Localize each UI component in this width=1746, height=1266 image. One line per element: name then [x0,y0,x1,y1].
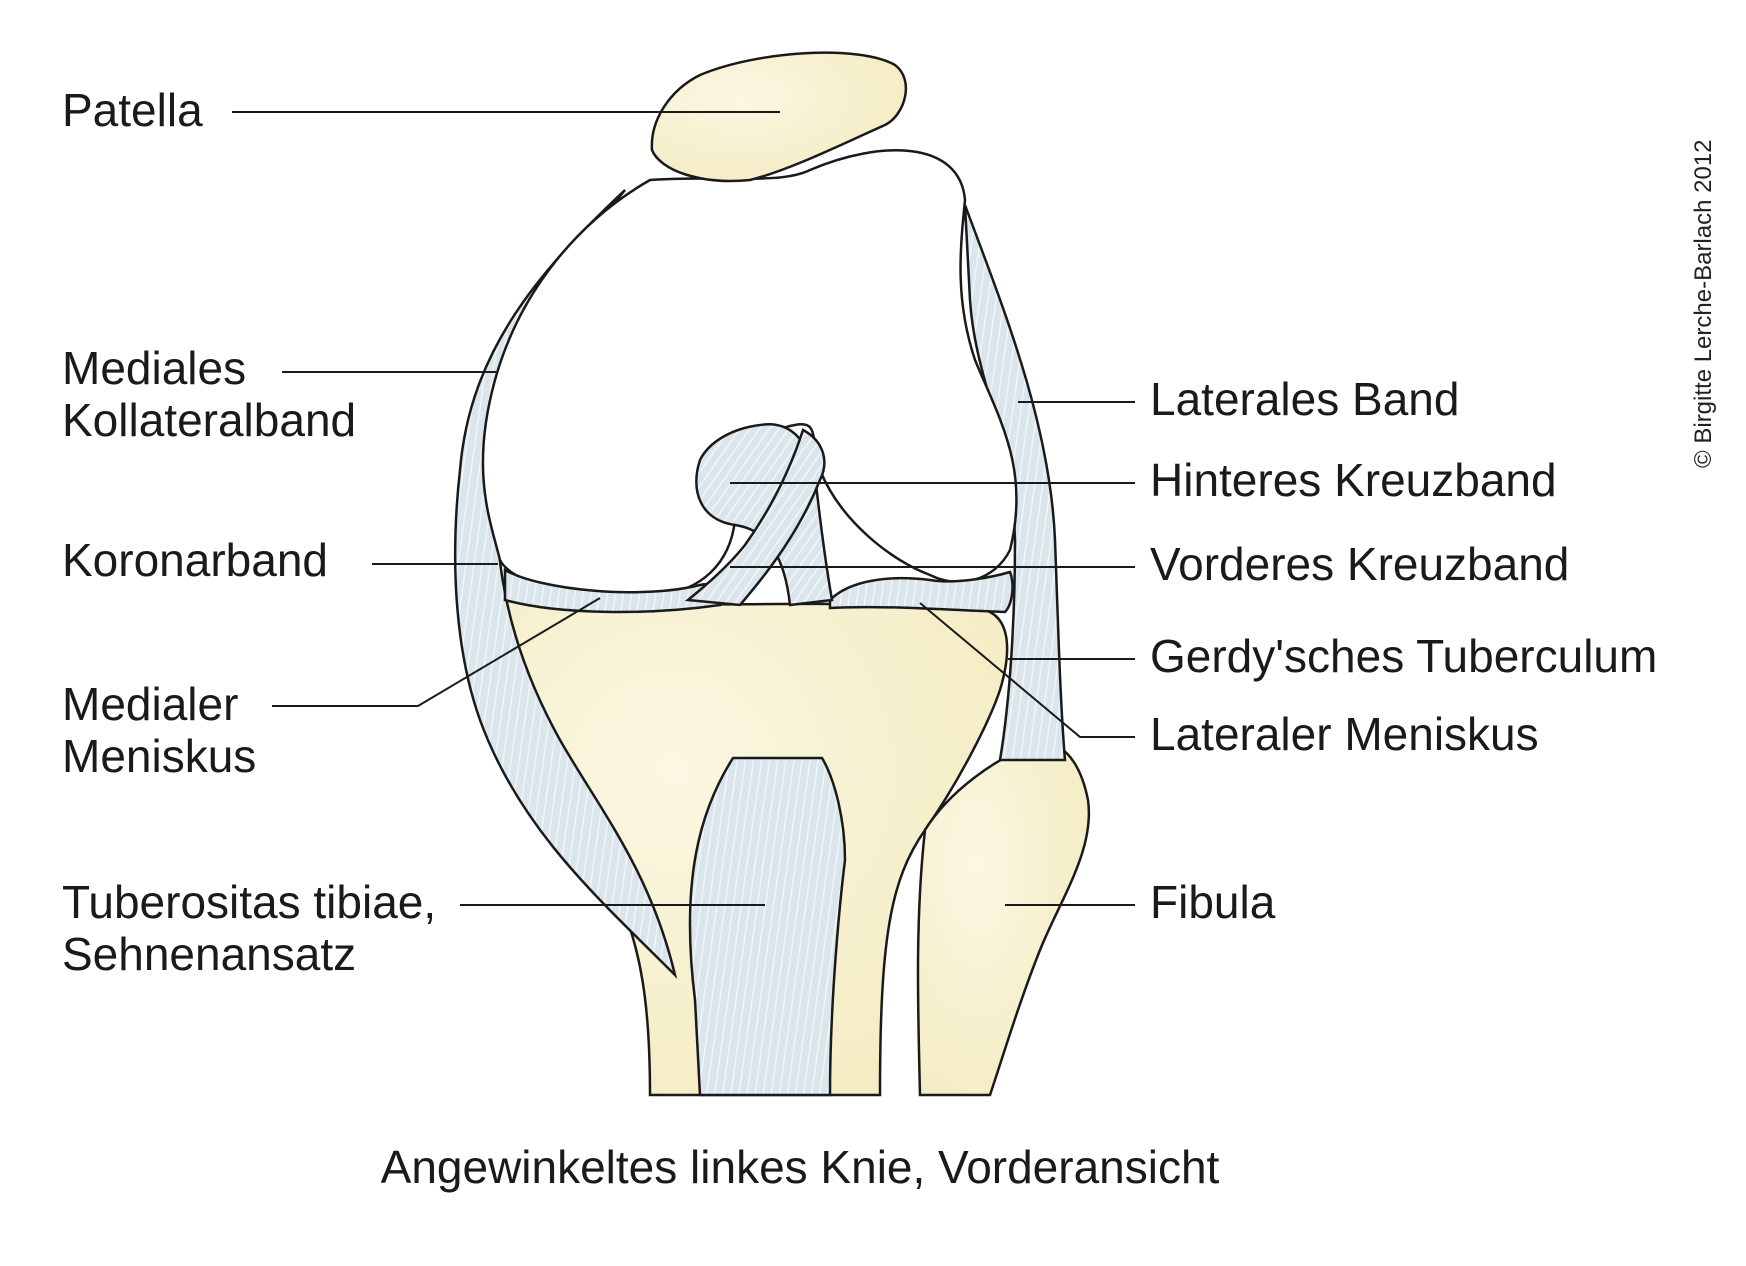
label-medialer-line2: Meniskus [62,730,257,782]
label-tuberositas-line2: Sehnenansatz [62,928,357,980]
label-medialer-meniskus: Medialer Meniskus [62,678,256,782]
label-gerdy-text: Gerdy'sches Tuberculum [1150,630,1658,682]
label-koronarband-text: Koronarband [62,534,328,586]
anterior-cruciate-ligament [684,428,826,607]
label-vorderes-text: Vorderes Kreuzband [1150,538,1570,590]
label-lateraler-meniskus: Lateraler Meniskus [1150,708,1539,760]
label-mediales-line2: Kollateralband [62,394,357,446]
label-patella-text: Patella [62,84,203,136]
label-gerdy-tuberculum: Gerdy'sches Tuberculum [1150,630,1657,682]
label-fibula-text: Fibula [1150,876,1276,928]
label-mediales-line1: Mediales [62,342,247,394]
label-mediales-kollateralband: Mediales Kollateralband [62,342,356,446]
patellar-tendon-insertion [688,756,847,1097]
label-hinteres-text: Hinteres Kreuzband [1150,454,1557,506]
label-medialer-line1: Medialer [62,678,239,730]
label-vorderes-kreuzband: Vorderes Kreuzband [1150,538,1569,590]
leader-lateraler [919,602,1135,738]
leader-lines [232,111,1135,906]
figure-caption: Angewinkeltes linkes Knie, Vorderansicht [380,1141,1220,1193]
lateral-meniscus [828,570,1014,614]
label-tuberositas-line1: Tuberositas tibiae, [62,876,437,928]
label-lateraler-text: Lateraler Meniskus [1150,708,1539,760]
leader-medialer [272,597,601,707]
label-fibula: Fibula [1150,876,1275,928]
copyright-notice: © Birgitte Lerche-Barlach 2012 [1690,139,1717,468]
label-hinteres-kreuzband: Hinteres Kreuzband [1150,454,1557,506]
label-tuberositas-tibiae: Tuberositas tibiae, Sehnenansatz [62,876,436,980]
label-laterales-band: Laterales Band [1150,373,1459,425]
label-patella: Patella [62,84,203,136]
label-laterales-text: Laterales Band [1150,373,1460,425]
label-koronarband: Koronarband [62,534,328,586]
patella-shape [650,51,908,183]
